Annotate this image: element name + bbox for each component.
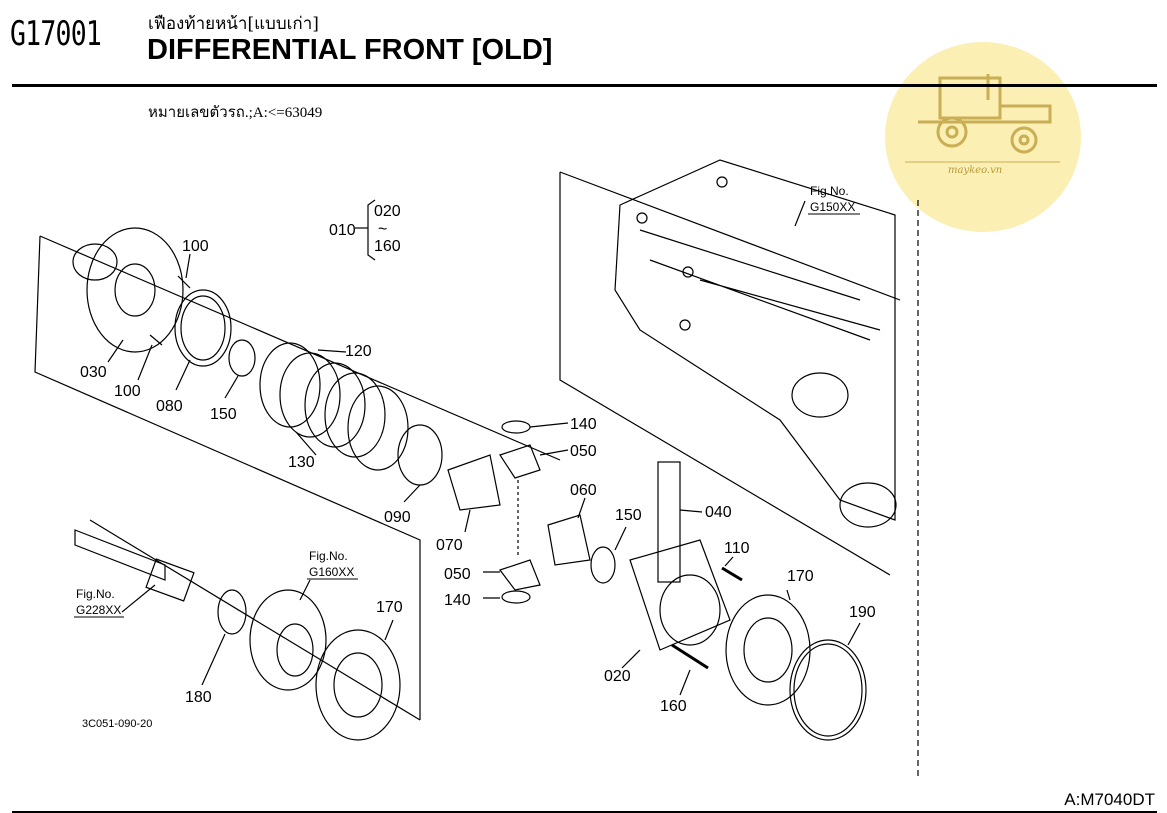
range-tilde: ~ — [378, 221, 387, 238]
part-label: 110 — [724, 540, 750, 557]
drawing-id: 3C051-090-20 — [82, 718, 153, 730]
part-070-side-gear — [447, 454, 501, 511]
part-label: 020 — [604, 668, 631, 685]
range-to-label: 160 — [374, 238, 401, 255]
part-150-washer-b — [590, 546, 616, 584]
range-from-label: 020 — [374, 203, 401, 220]
part-label: 140 — [444, 592, 471, 609]
part-080-ring — [174, 289, 232, 367]
part-label: 050 — [444, 566, 471, 583]
part-110-pin — [721, 566, 743, 582]
part-090-ring — [397, 424, 443, 486]
serial-note: หมายเลขตัวรถ.;A:<=63049 — [148, 105, 323, 121]
part-label: 170 — [376, 599, 403, 616]
part-150-washer — [228, 339, 256, 377]
part-label: 180 — [185, 689, 212, 706]
part-label: 100 — [182, 238, 209, 255]
range-bracket — [367, 199, 376, 261]
part-label: 130 — [288, 454, 315, 471]
part-label: 040 — [705, 504, 732, 521]
part-label: 120 — [345, 343, 372, 360]
part-040-shaft — [657, 461, 681, 583]
range-part-label: 010 — [329, 222, 356, 239]
part-120-clutch-plates — [259, 342, 409, 471]
page-title: DIFFERENTIAL FRONT [OLD] — [147, 34, 553, 66]
part-180-snap-ring — [217, 589, 247, 635]
part-140-washer — [501, 420, 531, 434]
part-label: 060 — [570, 482, 597, 499]
part-170-bearing — [725, 594, 811, 706]
logo-text: maykeo.vn — [948, 165, 1003, 176]
part-170-bearing-b — [315, 629, 401, 741]
part-060-side-gear — [547, 514, 591, 566]
housing-casting — [614, 159, 896, 521]
panel-left-outline — [34, 235, 421, 720]
part-160-bolt — [671, 643, 709, 670]
fig-ref-label: Fig.No. — [810, 184, 849, 198]
header-divider — [12, 84, 1157, 87]
part-group-code: G17001 — [10, 14, 102, 54]
part-label: 070 — [436, 537, 463, 554]
fig-ref-label: Fig.No. — [309, 549, 348, 563]
part-label: 150 — [210, 406, 237, 423]
part-label: 100 — [114, 383, 141, 400]
part-label: 050 — [570, 443, 597, 460]
part-label: 140 — [570, 416, 597, 433]
fig-ref-link: G228XX — [76, 603, 121, 617]
footer-divider — [12, 811, 1157, 813]
part-label: 160 — [660, 698, 687, 715]
part-020-diff-case — [629, 539, 731, 651]
part-label: 190 — [849, 604, 876, 621]
part-label: 030 — [80, 364, 107, 381]
fig-ref-link: G160XX — [309, 565, 354, 579]
fig-ref-label: Fig.No. — [76, 587, 115, 601]
model-code: A:M7040DT — [1064, 790, 1155, 809]
part-label: 170 — [787, 568, 814, 585]
gear-g160xx — [249, 589, 327, 691]
part-050-pinion — [499, 444, 541, 479]
part-190-o-ring — [789, 639, 867, 741]
part-030-flange — [86, 227, 184, 353]
fig-ref-link: G150XX — [810, 200, 855, 214]
part-label: 080 — [156, 398, 183, 415]
part-label: 090 — [384, 509, 411, 526]
shaft-g228xx — [74, 529, 166, 581]
panel-right-outline — [559, 172, 891, 576]
title-thai: เฟืองท้ายหน้า[แบบเก่า] — [148, 14, 319, 34]
part-label: 150 — [615, 507, 642, 524]
